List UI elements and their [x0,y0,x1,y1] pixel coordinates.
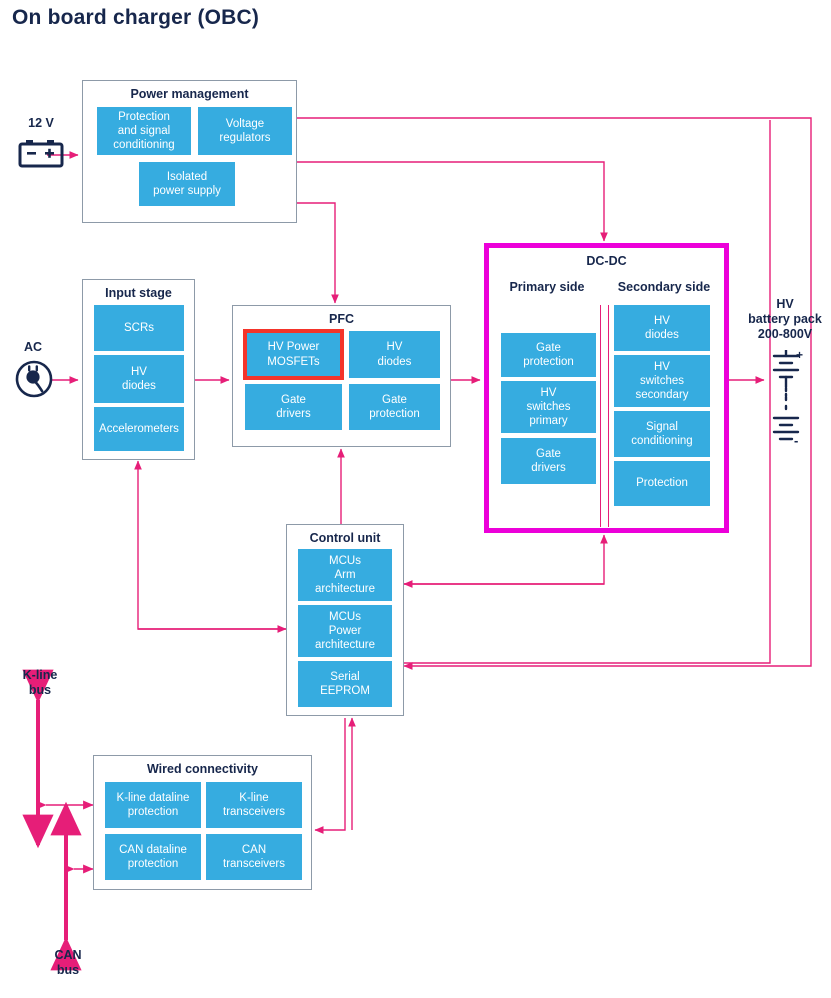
block-gate-drivers-primary[interactable]: Gate drivers [501,438,596,484]
block-can-dataline-protection[interactable]: CAN dataline protection [105,834,201,880]
battery-12v-label: 12 V [28,116,54,130]
group-title-wired-connectivity: Wired connectivity [146,762,259,776]
block-hv-power-mosfets[interactable]: HV Power MOSFETs [243,329,344,380]
block-k-line-dataline-protection[interactable]: K-line dataline protection [105,782,201,828]
block-protection-secondary[interactable]: Protection [614,461,710,506]
block-mcus-arm-architecture[interactable]: MCUs Arm architecture [298,549,392,601]
group-pfc[interactable]: PFC HV Power MOSFETs HV diodes Gate driv… [232,305,451,447]
group-title-power-management: Power management [130,87,249,101]
group-title-input-stage: Input stage [105,286,172,300]
block-signal-conditioning-secondary[interactable]: Signal conditioning [614,411,710,457]
subtitle-primary-side: Primary side [509,280,585,294]
block-can-transceivers[interactable]: CAN transceivers [206,834,302,880]
ac-source-label: AC [23,340,43,354]
group-power-management[interactable]: Power management Protection and signal c… [82,80,297,223]
svg-text:-: - [794,433,798,448]
block-k-line-transceivers[interactable]: K-line transceivers [206,782,302,828]
block-gate-protection-pfc[interactable]: Gate protection [349,384,440,430]
block-hv-diodes-input[interactable]: HV diodes [94,355,184,403]
k-line-bus-label: K-line bus [22,668,58,697]
svg-text:+: + [796,350,803,362]
block-hv-diodes-pfc[interactable]: HV diodes [349,331,440,378]
group-wired-connectivity[interactable]: Wired connectivity K-line dataline prote… [93,755,312,890]
block-hv-switches-primary[interactable]: HV switches primary [501,381,596,433]
block-scrs[interactable]: SCRs [94,305,184,351]
group-title-pfc: PFC [329,312,354,326]
isolation-barrier [600,305,602,527]
ac-plug-icon [15,360,53,398]
can-bus-label: CAN bus [54,948,82,977]
block-voltage-regulators[interactable]: Voltage regulators [198,107,292,155]
subtitle-secondary-side: Secondary side [617,280,711,294]
isolation-barrier-2 [608,305,610,527]
page-title: On board charger (OBC) [12,6,260,29]
car-battery-icon [18,140,64,168]
block-gate-drivers-pfc[interactable]: Gate drivers [245,384,342,430]
block-isolated-power-supply[interactable]: Isolated power supply [139,162,235,206]
hv-battery-cells-icon: + - [772,350,803,448]
group-control-unit[interactable]: Control unit MCUs Arm architecture MCUs … [286,524,404,716]
block-hv-switches-secondary[interactable]: HV switches secondary [614,355,710,407]
block-protection-and-signal-conditioning[interactable]: Protection and signal conditioning [97,107,191,155]
group-title-dcdc: DC-DC [586,254,627,268]
block-hv-diodes-secondary[interactable]: HV diodes [614,305,710,351]
group-dcdc[interactable]: DC-DC Primary side Secondary side Gate p… [484,243,729,533]
block-serial-eeprom[interactable]: Serial EEPROM [298,661,392,707]
block-accelerometers[interactable]: Accelerometers [94,407,184,451]
block-mcus-power-architecture[interactable]: MCUs Power architecture [298,605,392,657]
group-title-control-unit: Control unit [309,531,381,545]
hv-battery-pack-label: HV battery pack 200-800V [748,297,822,341]
group-input-stage[interactable]: Input stage SCRs HV diodes Accelerometer… [82,279,195,460]
block-gate-protection-primary[interactable]: Gate protection [501,333,596,377]
